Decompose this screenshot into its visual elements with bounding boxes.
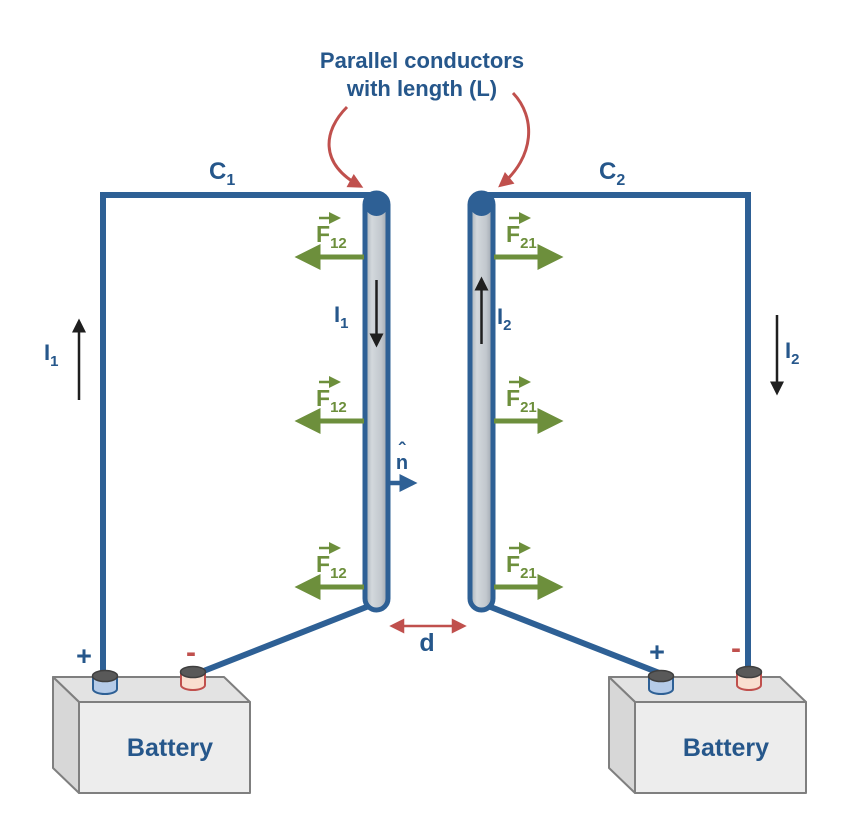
left-diagonal-wire [193,601,377,677]
normal-vector: ˆ n [388,440,418,492]
force-f21-bottom: F21 [494,542,564,600]
force-label-f12-top-base: F [316,221,330,247]
conductor-label-c1: C1 [209,158,235,189]
normal-vector-symbol: n [396,452,408,474]
callout-arrow-left [327,105,364,188]
battery-left: + - Battery [52,636,251,794]
battery-right-minus-label: - [731,632,741,665]
conductor-rod-right-top-cap [469,192,494,216]
conductor-label-c2: C2 [599,158,625,189]
force-label-f12-middle: F12 [316,385,347,416]
force-label-f21-top-base: F [506,221,520,247]
current-label-i2-outer: I2 [785,338,799,368]
battery-left-plus-cap [91,669,119,683]
force-label-f21-bottom: F21 [506,551,537,582]
diagram-title-line2: with length (L) [346,76,497,101]
force-label-f12-top: F12 [316,221,347,252]
force-f21-middle: F21 [494,376,564,434]
force-label-f12-top-sub: 12 [330,235,347,252]
battery-left-top-face [52,676,251,703]
force-f21-top: F21 [494,212,564,270]
current-label-i2-outer-sub: 2 [791,351,799,368]
force-label-f21-top: F21 [506,221,537,252]
conductor-label-c2-sub: 2 [616,172,625,189]
current-label-i1-outer-base: I [44,340,50,365]
current-label-i2-inner: I2 [497,304,511,334]
force-label-f12-bottom-sub: 12 [330,565,347,582]
battery-right-minus-cap [735,665,763,679]
current-label-i1-outer-sub: 1 [50,353,58,370]
force-label-f12-bottom-base: F [316,551,330,577]
force-label-f21-middle-base: F [506,385,520,411]
current-label-i2-outer-base: I [785,338,791,363]
force-f12-bottom: F12 [294,542,364,600]
battery-right-label: Battery [683,734,769,762]
battery-left-label: Battery [127,734,213,762]
force-label-f21-bottom-sub: 21 [520,565,537,582]
force-label-f21-middle-sub: 21 [520,399,537,416]
conductor-label-c2-base: C [599,158,616,185]
right-diagonal-wire [480,601,665,677]
callout-arrow-right [498,91,531,188]
battery-left-minus-cap [179,665,207,679]
battery-right: + - Battery [608,632,807,794]
battery-right-plus-cap [647,669,675,683]
left-circuit-wire [100,192,370,675]
conductor-label-c1-base: C [209,158,226,185]
force-f12-middle: F12 [294,376,364,434]
force-label-f12-middle-base: F [316,385,330,411]
current-label-i2-inner-sub: 2 [503,317,511,334]
conductor-rod-left [362,190,391,613]
force-label-f12-bottom: F12 [316,551,347,582]
force-label-f21-middle: F21 [506,385,537,416]
conductor-rod-left-top-cap [364,192,389,216]
diagram-title-line1: Parallel conductors [320,48,524,73]
battery-right-plus-label: + [649,637,665,667]
force-f12-top: F12 [294,212,364,270]
right-circuit-wire [485,192,751,673]
current-label-i1-inner-sub: 1 [340,315,348,332]
battery-left-minus-label: - [186,636,196,669]
normal-vector-hat: ˆ [399,440,407,462]
battery-right-front-face [634,701,807,794]
conductor-rod-right [467,190,496,613]
battery-left-front-face [78,701,251,794]
current-label-i2-inner-base: I [497,304,503,329]
separation-label: d [419,629,434,657]
conductor-label-c1-sub: 1 [226,172,235,189]
force-label-f21-bottom-base: F [506,551,520,577]
battery-right-top-face [608,676,807,703]
current-label-i1-inner-base: I [334,302,340,327]
force-label-f21-top-sub: 21 [520,235,537,252]
current-label-i1-inner: I1 [334,302,348,332]
current-label-i1-outer: I1 [44,340,58,370]
battery-left-plus-label: + [76,641,92,671]
separation-distance: d [389,618,467,657]
force-label-f12-middle-sub: 12 [330,399,347,416]
